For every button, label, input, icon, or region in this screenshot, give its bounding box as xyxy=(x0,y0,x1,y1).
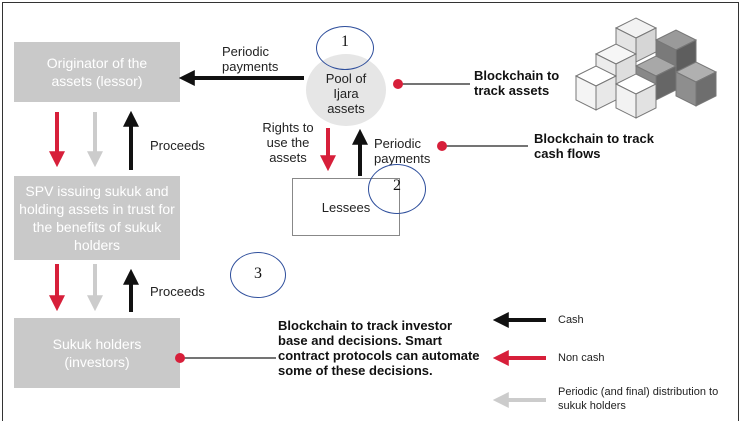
blockchain-dot-cashflows xyxy=(437,141,447,151)
originator-label: Originator of the assets (lessor) xyxy=(46,55,148,89)
annotation-circle-2: 2 xyxy=(368,164,426,214)
sukuk-holders-label: Sukuk holders (investors) xyxy=(52,336,142,370)
spv-box: SPV issuing sukuk and holding assets in … xyxy=(14,176,180,260)
legend-noncash-label: Non cash xyxy=(558,352,605,364)
blockchain-dot-investors xyxy=(175,353,185,363)
annotation-number-1: 1 xyxy=(341,33,349,50)
lessee-periodic-payments-label: Periodic payments xyxy=(374,136,431,166)
blockchain-dot-assets xyxy=(393,79,403,89)
annotation-circle-3: 3 xyxy=(230,252,286,298)
annotation-number-2: 2 xyxy=(393,177,401,194)
ijara-pool-label: Pool of Ijara assets xyxy=(325,70,367,116)
frame-left xyxy=(2,2,3,421)
spv-label: SPV issuing sukuk and holding assets in … xyxy=(19,183,175,253)
frame-top xyxy=(2,2,739,3)
lessees-label: Lessees xyxy=(321,199,371,215)
blockchain-assets-label: Blockchain to track assets xyxy=(474,68,560,98)
originator-box: Originator of the assets (lessor) xyxy=(14,42,180,102)
annotation-number-3: 3 xyxy=(254,265,262,282)
periodic-payments-label: Periodic payments xyxy=(222,44,279,74)
blockchain-cubes-icon xyxy=(574,17,718,119)
legend-periodic-label: Periodic (and final) distribution to suk… xyxy=(558,386,719,412)
proceeds-label-2: Proceeds xyxy=(150,284,205,299)
blockchain-cashflows-label: Blockchain to track cash flows xyxy=(534,131,654,161)
frame-right xyxy=(738,2,739,421)
annotation-circle-1: 1 xyxy=(316,26,374,70)
sukuk-holders-box: Sukuk holders (investors) xyxy=(14,318,180,388)
legend-cash-label: Cash xyxy=(558,314,584,326)
rights-to-use-label: Rights to use the assets xyxy=(262,120,314,165)
proceeds-label-1: Proceeds xyxy=(150,138,205,153)
blockchain-investors-label: Blockchain to track investor base and de… xyxy=(278,318,480,378)
